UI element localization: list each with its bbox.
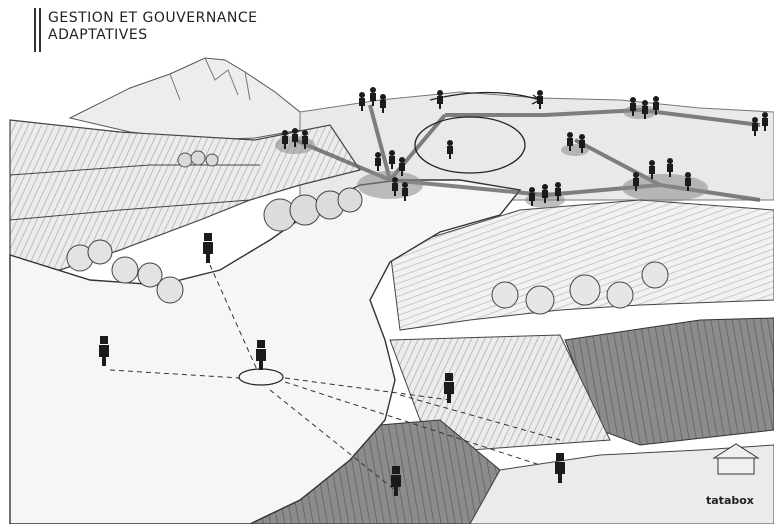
tree-cluster-center [263, 187, 363, 232]
right-light-field [389, 334, 611, 451]
tree-cluster-right [491, 261, 669, 315]
dashed-links [109, 264, 561, 491]
tree-cluster-left [66, 239, 184, 304]
farmhouse [712, 443, 760, 475]
illustration-title: GESTION ET GOUVERNANCE ADAPTATIVES [48, 10, 257, 44]
tree-cluster-mountain [177, 150, 219, 168]
brand-logo: tatabox [706, 494, 754, 507]
title-line-2: ADAPTATIVES [48, 27, 148, 43]
right-mid-field [389, 199, 774, 331]
title-bar [34, 8, 36, 52]
title-line-1: GESTION ET GOUVERNANCE [48, 10, 258, 26]
bottom-right-field [469, 444, 774, 524]
title-bar [39, 8, 41, 52]
